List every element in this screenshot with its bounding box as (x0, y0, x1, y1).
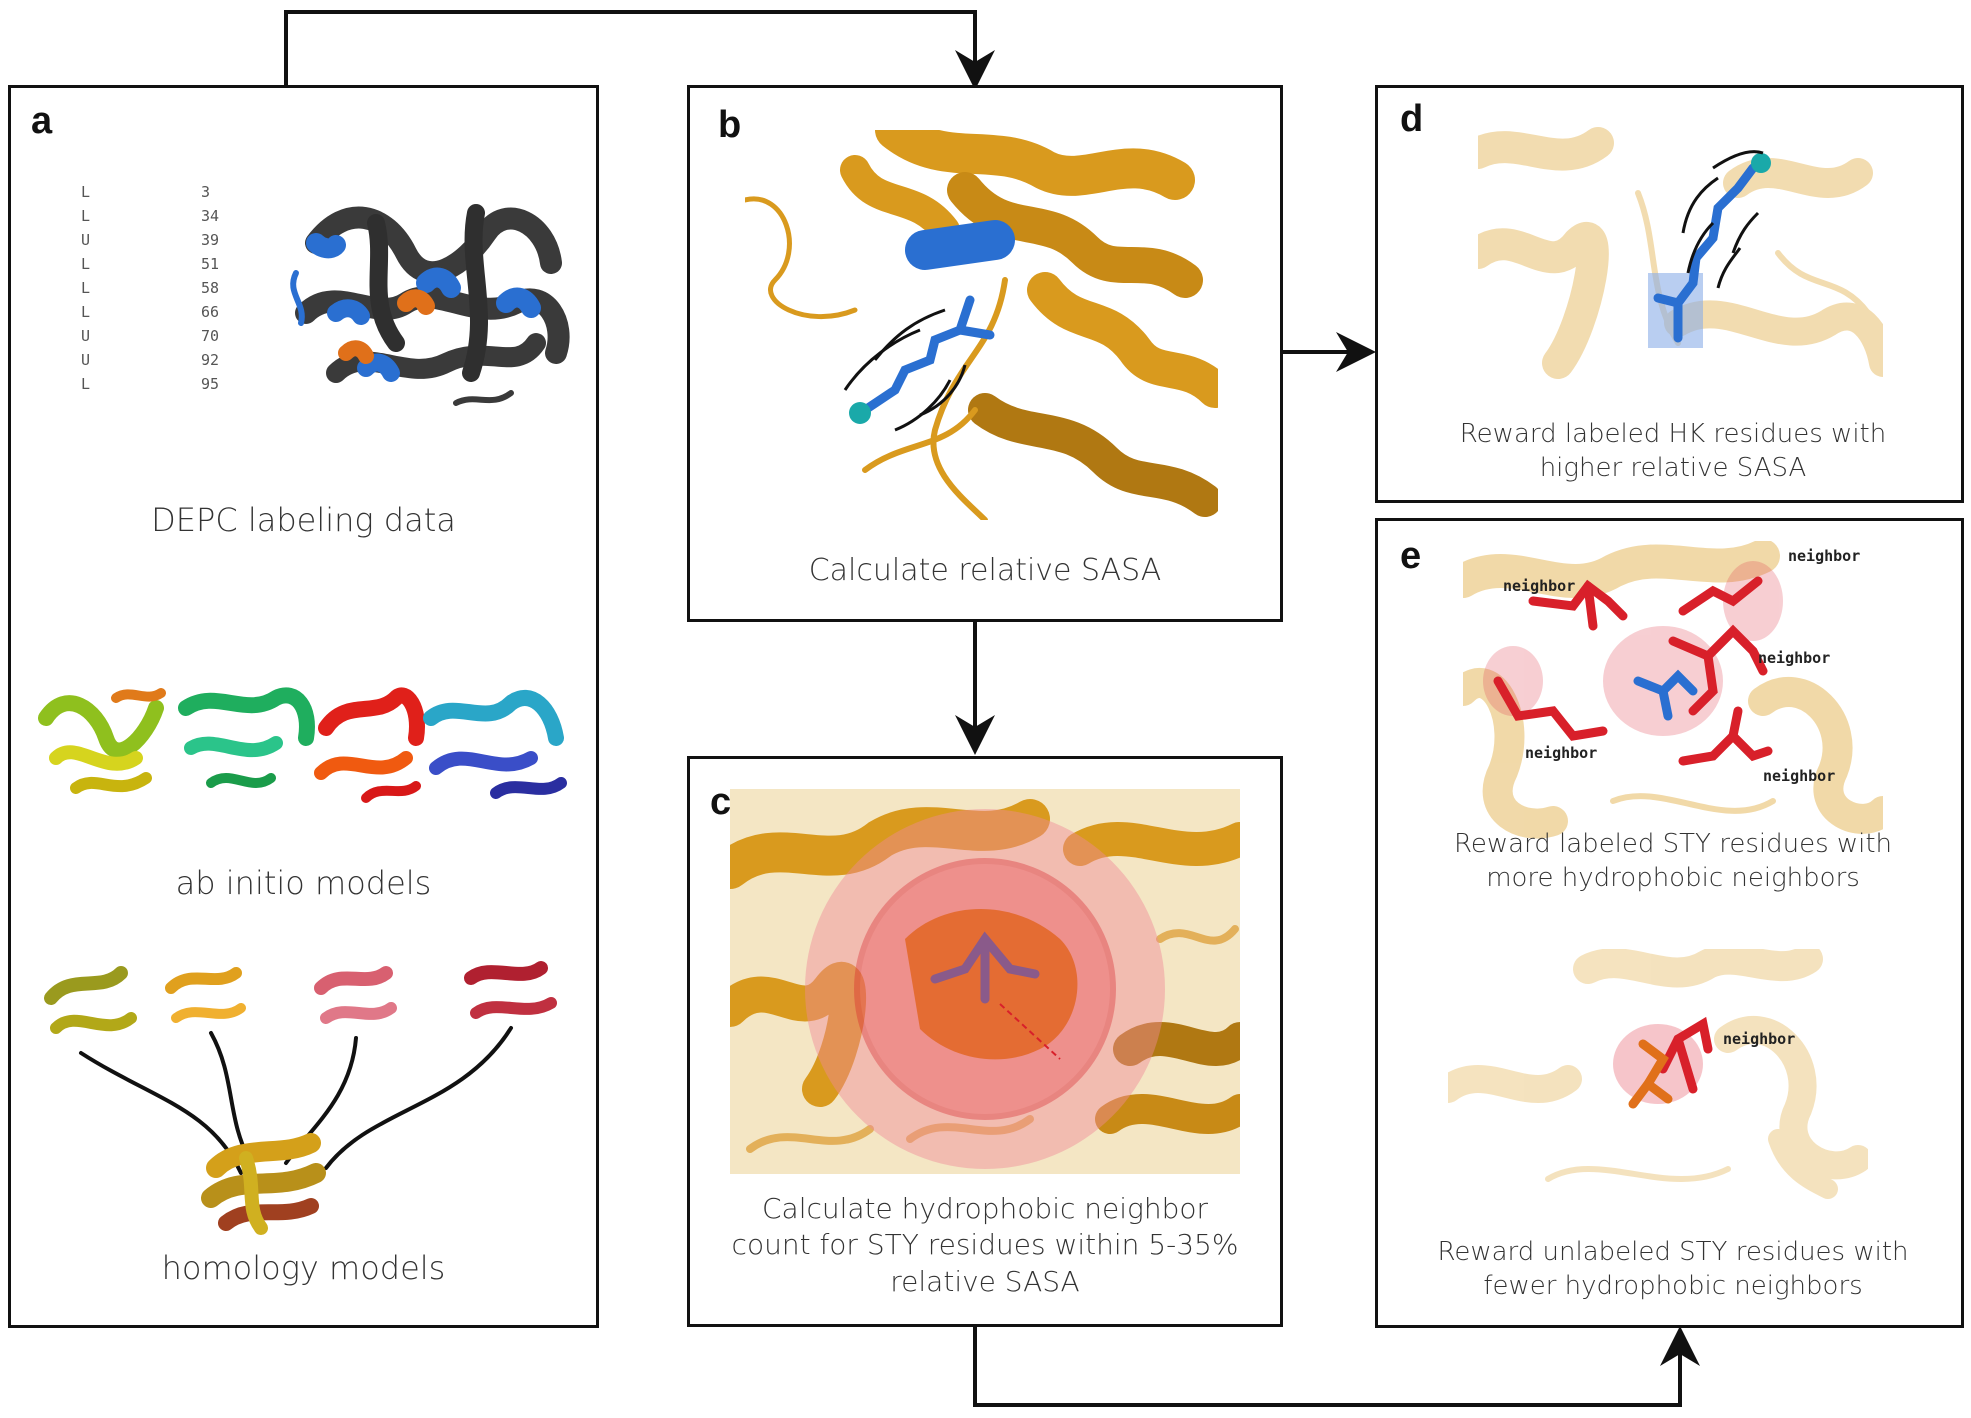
ab-initio-models-structures (38, 687, 567, 803)
depc-row-residue-number: 70 (201, 327, 220, 345)
panel-label-e: e (1400, 535, 1422, 577)
caption-calculate-hydrophobic-neighbor-count: Calculate hydrophobic neighbor count for… (731, 1192, 1239, 1298)
depc-row-code: L (81, 255, 91, 273)
sasa-protein-structure (745, 130, 1218, 520)
homology-models-structures (44, 961, 557, 1235)
arrow-a-to-b (284, 10, 995, 90)
depc-row-residue-number: 58 (201, 279, 220, 297)
depc-row-code: U (81, 351, 91, 369)
depc-row-residue-number: 51 (201, 255, 220, 273)
neighbor-label-5: neighbor (1763, 767, 1835, 785)
caption-reward-labeled-hk: Reward labeled HK residues with higher r… (1459, 419, 1887, 483)
depc-row-residue-number: 95 (201, 375, 220, 393)
hydrophobic-neighbor-structure (730, 789, 1240, 1174)
depc-row-code: L (81, 303, 91, 321)
depc-row-residue-number: 66 (201, 303, 220, 321)
more-hydrophobic-neighbors-structure: neighbor neighbor neighbor neighbor neig… (1463, 541, 1883, 839)
neighbor-label-6: neighbor (1723, 1030, 1795, 1048)
caption-depc-labeling-data: DEPC labeling data (151, 501, 456, 539)
depc-row-code: U (81, 327, 91, 345)
neighbor-label-2: neighbor (1788, 547, 1860, 565)
labeled-hk-residue-structure (1478, 127, 1883, 379)
caption-reward-unlabeled-sty: Reward unlabeled STY residues with fewer… (1437, 1237, 1909, 1301)
panel-label-c: c (710, 781, 732, 823)
depc-row-residue-number: 39 (201, 231, 220, 249)
depc-protein-structure (290, 204, 570, 406)
neighbor-label-3: neighbor (1758, 649, 1830, 667)
depc-row-code: L (81, 375, 91, 393)
panel-label-d: d (1400, 98, 1424, 140)
depc-row-code: L (81, 207, 91, 225)
arrow-c-to-e (973, 1326, 1700, 1407)
depc-row-code: L (81, 279, 91, 297)
depc-row-code: U (81, 231, 91, 249)
depc-row-code: L (81, 183, 91, 201)
caption-reward-labeled-sty: Reward labeled STY residues with more hy… (1453, 829, 1893, 893)
depc-row-residue-number: 34 (201, 207, 220, 225)
caption-ab-initio-models: ab initio models (175, 864, 432, 902)
neighbor-label-1: neighbor (1503, 577, 1575, 595)
panel-b: b Calculate relative SASA (687, 85, 1283, 622)
panel-label-a: a (31, 100, 53, 142)
panel-c: c Calculate hydrophobic neighbor count f… (687, 756, 1283, 1327)
depc-row-residue-number: 3 (201, 183, 211, 201)
panel-d: d Reward labeled HK residues with higher… (1375, 85, 1964, 503)
panel-e: e neighbor neighbor neigh (1375, 518, 1964, 1328)
fewer-hydrophobic-neighbors-structure: neighbor (1448, 949, 1868, 1199)
panel-label-b: b (718, 104, 742, 146)
neighbor-label-4: neighbor (1525, 744, 1597, 762)
caption-homology-models: homology models (161, 1249, 446, 1287)
caption-calculate-relative-sasa: Calculate relative SASA (808, 553, 1162, 588)
depc-row-residue-number: 92 (201, 351, 220, 369)
